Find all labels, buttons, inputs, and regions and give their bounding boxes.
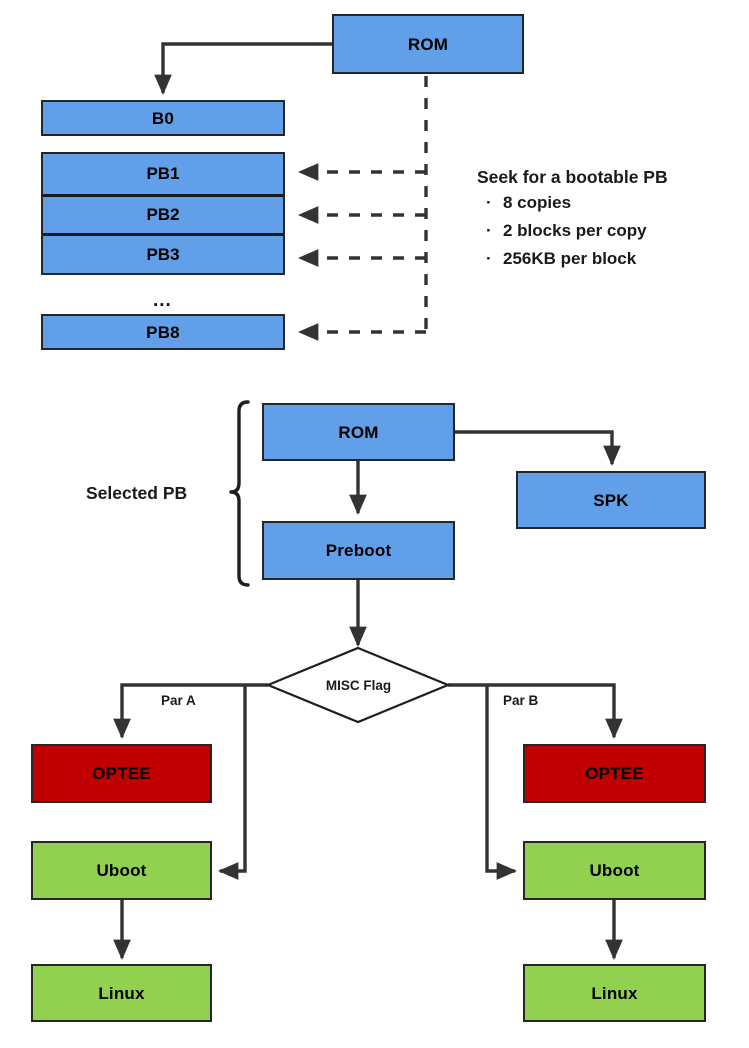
node-pb3-label: PB3 <box>146 244 180 264</box>
node-optee-b-label: OPTEE <box>585 764 644 783</box>
node-uboot-a-label: Uboot <box>96 861 147 880</box>
node-optee-a[interactable]: OPTEE <box>31 744 212 803</box>
bullet-dot-icon: · <box>486 193 492 213</box>
node-spk[interactable]: SPK <box>516 471 706 529</box>
seek-note-list: · 8 copies · 2 blocks per copy · 256KB p… <box>477 194 668 267</box>
seek-note-item-0: · 8 copies <box>486 193 668 213</box>
pb-stack: PB1 PB2 PB3 <box>41 152 285 275</box>
node-optee-b[interactable]: OPTEE <box>523 744 706 803</box>
seek-note-item-0-label: 8 copies <box>503 193 572 213</box>
node-spk-label: SPK <box>593 490 629 510</box>
bullet-dot-icon: · <box>486 249 492 269</box>
misc-flag-label: MISC Flag <box>325 678 392 693</box>
node-linux-a-label: Linux <box>98 983 145 1003</box>
edge-rom-to-spk <box>455 430 621 467</box>
seek-note: Seek for a bootable PB · 8 copies · 2 bl… <box>477 167 668 278</box>
node-b0[interactable]: B0 <box>41 100 285 136</box>
edge-rom-to-b0 <box>154 42 332 96</box>
seek-note-item-2: · 256KB per block <box>486 249 668 269</box>
node-pb8[interactable]: PB8 <box>41 314 285 350</box>
edge-misc-to-uboot-a <box>217 685 247 880</box>
node-pb3[interactable]: PB3 <box>43 233 283 273</box>
node-optee-a-label: OPTEE <box>92 764 151 783</box>
node-uboot-a[interactable]: Uboot <box>31 841 212 900</box>
seek-note-item-1: · 2 blocks per copy <box>486 221 668 241</box>
seek-note-item-1-label: 2 blocks per copy <box>503 221 647 241</box>
seek-note-title: Seek for a bootable PB <box>477 167 668 187</box>
selected-pb-label: Selected PB <box>86 483 188 503</box>
node-pb2-label: PB2 <box>146 204 180 224</box>
node-rom-top-label: ROM <box>407 34 449 54</box>
node-pb1[interactable]: PB1 <box>43 154 283 194</box>
node-uboot-b[interactable]: Uboot <box>523 841 706 900</box>
edge-label-par-a: Par A <box>161 693 196 708</box>
node-b0-label: B0 <box>151 108 175 128</box>
node-linux-a[interactable]: Linux <box>31 964 212 1022</box>
selected-pb-brace <box>229 400 250 587</box>
node-pb2[interactable]: PB2 <box>43 193 283 234</box>
node-preboot[interactable]: Preboot <box>262 521 455 580</box>
seek-note-item-2-label: 256KB per block <box>503 249 637 269</box>
node-pb1-label: PB1 <box>146 163 180 183</box>
node-rom-top[interactable]: ROM <box>332 14 524 74</box>
node-linux-b-label: Linux <box>591 983 638 1003</box>
node-linux-b[interactable]: Linux <box>523 964 706 1022</box>
edge-misc-to-uboot-b <box>485 685 518 880</box>
node-rom-bottom-label: ROM <box>338 422 379 442</box>
node-uboot-b-label: Uboot <box>589 861 640 880</box>
edge-label-par-b: Par B <box>503 693 539 708</box>
pb-stack-ellipsis: ... <box>153 290 172 311</box>
node-rom-bottom[interactable]: ROM <box>262 403 455 461</box>
node-preboot-label: Preboot <box>325 541 392 560</box>
node-pb8-label: PB8 <box>146 322 180 342</box>
bullet-dot-icon: · <box>486 221 492 241</box>
